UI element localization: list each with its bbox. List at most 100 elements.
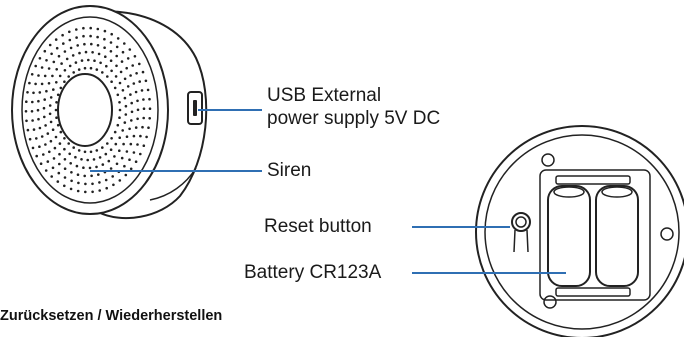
grille-dot xyxy=(86,158,89,162)
grille-dot xyxy=(34,64,37,68)
grille-dot xyxy=(63,167,67,170)
grille-dot xyxy=(71,54,75,57)
grille-dot xyxy=(36,108,40,112)
grille-dot xyxy=(45,89,48,93)
grille-dot xyxy=(98,181,101,184)
grille-dot xyxy=(49,139,53,143)
grille-dot xyxy=(38,91,42,94)
grille-dot xyxy=(84,182,87,186)
grille-dot xyxy=(75,28,78,31)
grille-dot xyxy=(133,55,137,58)
grille-dot xyxy=(78,51,81,55)
grille-dot xyxy=(130,119,133,122)
grille-dot xyxy=(51,166,55,170)
grille-dot xyxy=(53,146,57,150)
grille-dot xyxy=(87,58,90,62)
usb-port-slot xyxy=(193,100,197,116)
label-battery: Battery CR123A xyxy=(244,262,382,283)
grille-dot xyxy=(90,174,93,178)
grille-dot xyxy=(121,129,124,132)
grille-dot xyxy=(111,175,114,178)
battery-left-cap xyxy=(553,186,585,198)
grille-dot xyxy=(39,162,43,165)
grille-dot xyxy=(122,142,125,146)
grille-dot xyxy=(76,44,79,47)
grille-dot xyxy=(67,75,70,78)
grille-dot xyxy=(24,110,28,113)
grille-dot xyxy=(57,171,61,175)
grille-dot xyxy=(62,42,65,45)
grille-dot xyxy=(106,75,109,78)
reset-button-inner xyxy=(515,216,527,228)
grille-dot xyxy=(45,59,48,62)
grille-dot xyxy=(98,156,102,159)
battery-right-cap xyxy=(601,186,633,198)
grille-dot xyxy=(49,96,53,99)
grille-dot xyxy=(118,179,122,182)
grille-dot xyxy=(110,137,113,140)
grille-dot xyxy=(141,70,145,74)
grille-dot xyxy=(28,81,31,85)
label-reset: Reset button xyxy=(264,216,372,237)
grille-dot xyxy=(89,34,92,38)
grille-dot xyxy=(40,82,44,86)
grille-dot xyxy=(82,26,85,30)
grille-dot xyxy=(80,59,84,62)
grille-dot xyxy=(43,115,46,119)
grille-dot xyxy=(48,104,52,107)
grille-dot xyxy=(35,154,38,158)
siren-body-shell xyxy=(57,10,208,219)
grille-dot xyxy=(144,79,148,83)
grille-dot xyxy=(89,26,92,30)
grille-dot xyxy=(115,64,118,68)
grille-dot xyxy=(77,149,81,152)
grille-dot xyxy=(88,166,92,170)
grille-dot xyxy=(128,48,132,51)
grille-dot xyxy=(98,189,101,192)
grille-dot xyxy=(69,162,72,165)
grille-dot xyxy=(34,82,37,86)
grille-dot xyxy=(142,116,145,120)
grille-dot xyxy=(128,158,131,161)
grille-dot xyxy=(70,171,73,174)
grille-dot xyxy=(95,165,98,169)
grille-dot xyxy=(148,97,151,101)
grille-dot xyxy=(44,143,47,146)
grille-dot xyxy=(139,134,142,138)
grille-dot xyxy=(109,148,113,151)
grille-dot xyxy=(51,128,55,131)
grille-dot xyxy=(148,117,151,120)
grille-dot xyxy=(58,142,62,145)
grille-dot xyxy=(68,38,72,42)
grille-dot xyxy=(56,180,60,183)
screw-bottom xyxy=(543,295,557,309)
grille-dot xyxy=(132,82,136,85)
grille-dot xyxy=(84,50,88,54)
grille-dot xyxy=(55,101,58,104)
grille-dot xyxy=(50,175,53,178)
grille-dot xyxy=(113,155,116,158)
grille-dot xyxy=(97,52,101,56)
grille-dot xyxy=(129,167,133,171)
grille-dot xyxy=(83,66,87,70)
grille-dot xyxy=(55,81,58,84)
grille-dot xyxy=(82,166,85,169)
grille-dot xyxy=(32,128,36,131)
grille-dot xyxy=(126,57,130,60)
grille-dot xyxy=(103,46,106,49)
grille-dot xyxy=(47,67,51,70)
siren-center-cap xyxy=(57,73,113,147)
grille-dot xyxy=(58,162,61,166)
grille-dot xyxy=(120,156,124,160)
grille-dot xyxy=(49,120,53,124)
section-heading: Zurücksetzen / Wiederherstellen xyxy=(0,308,223,324)
grille-dot xyxy=(56,123,60,127)
grille-dot xyxy=(109,167,113,170)
grille-dot xyxy=(123,42,126,45)
grille-dot xyxy=(146,88,150,92)
grille-dot xyxy=(68,30,71,34)
grille-dot xyxy=(110,80,113,83)
grille-dot xyxy=(44,124,47,127)
grille-dot xyxy=(42,153,45,156)
grille-dot xyxy=(130,110,134,114)
